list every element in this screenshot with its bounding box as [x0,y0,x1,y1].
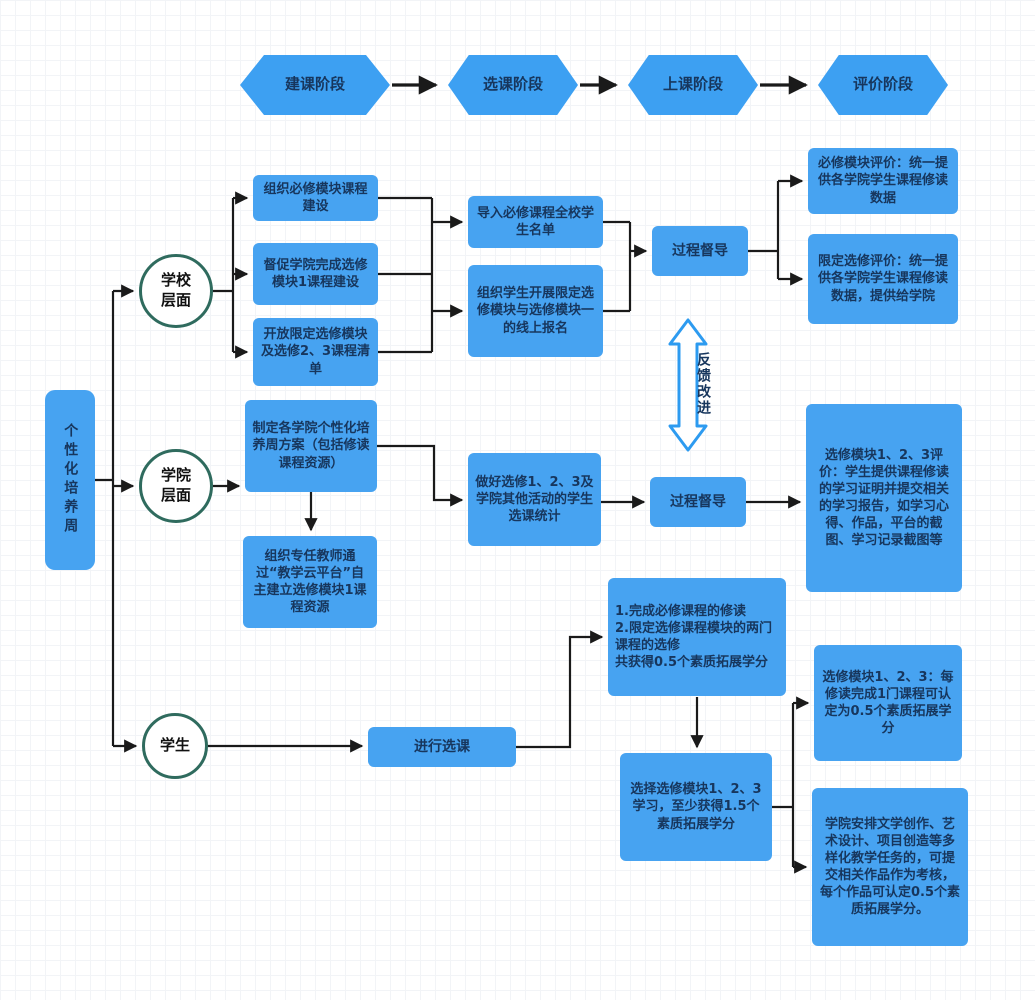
level-circle-college: 学院层面 [139,449,213,523]
student-elective-credits-node: 选择选修模块1、2、3学习，至少获得1.5个素质拓展学分 [620,753,772,861]
school-task-elective-module1: 督促学院完成选修模块1课程建设 [253,243,378,305]
school-task-open-electives: 开放限定选修模块及选修2、3课程清单 [253,318,378,386]
phase-hexagon-class: 上课阶段 [628,55,758,115]
college-evaluation-node: 选修模块1、2、3评价：学生提供课程修读的学习证明并提交相关的学习报告，如学习心… [806,404,962,592]
student-select-course-node: 进行选课 [368,727,516,767]
phase-hexagon-evaluate: 评价阶段 [818,55,948,115]
school-action-import-roster: 导入必修课程全校学生名单 [468,196,603,248]
college-stats-node: 做好选修1、2、3及学院其他活动的学生选课统计 [468,453,601,546]
college-plan-node: 制定各学院个性化培养周方案（包括修读课程资源） [245,400,377,492]
college-supervision-node: 过程督导 [650,477,746,527]
school-evaluation-required: 必修模块评价：统一提供各学院学生课程修读数据 [808,148,958,214]
root-branches [95,284,138,753]
school-supervision-node: 过程督导 [652,226,748,276]
student-module-credit-node: 选修模块1、2、3：每修读完成1门课程可认定为0.5个素质拓展学分 [814,645,962,761]
level-circle-school: 学校层面 [139,254,213,328]
feedback-improve-label: 反馈改进 [695,352,711,416]
college-platform-node: 组织专任教师通过“教学云平台”自主建立选修模块1课程资源 [243,536,377,628]
student-work-credit-node: 学院安排文学创作、艺术设计、项目创造等多样化教学任务的，可提交相关作品作为考核，… [812,788,968,946]
phase-hexagon-build: 建课阶段 [240,55,390,115]
root-node-personalized-week: 个性化培养周 [45,390,95,570]
school-action-online-signup: 组织学生开展限定选修模块与选修模块一的线上报名 [468,265,603,357]
level-circle-student: 学生 [142,713,208,779]
student-required-credits-node: 1.完成必修课程的修读 2.限定选修课程模块的两门课程的选修 共获得0.5个素质… [608,578,786,696]
phase-hexagon-select: 选课阶段 [448,55,578,115]
school-evaluation-restricted: 限定选修评价：统一提供各学院学生课程修读数据，提供给学院 [808,234,958,324]
school-task-required-modules: 组织必修模块课程建设 [253,175,378,221]
